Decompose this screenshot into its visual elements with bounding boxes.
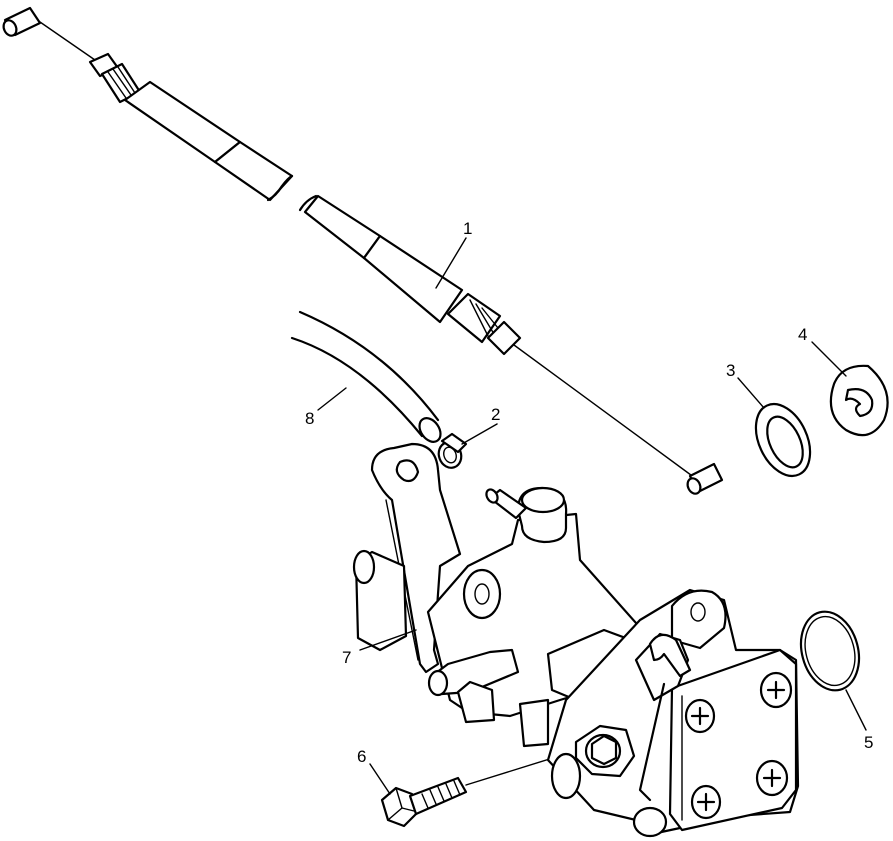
- retaining-clip: [829, 364, 889, 437]
- callout-7-label: 7: [342, 648, 351, 667]
- callout-5-label: 5: [864, 733, 873, 752]
- callout-4-label: 4: [798, 325, 807, 344]
- cable-fitting-upper: [88, 52, 142, 104]
- screw-bottom-left-icon: [690, 784, 722, 820]
- leader-lines: [317, 237, 867, 795]
- o-ring: [799, 610, 861, 692]
- bracket: [370, 442, 462, 674]
- callout-1-label: 1: [463, 219, 472, 238]
- bolt: [380, 776, 468, 828]
- cable-fitting-lower: [446, 292, 522, 356]
- cable-end-bottom: [686, 462, 724, 495]
- callout-8-label: 8: [305, 409, 314, 428]
- screw-bottom-right-icon: [755, 759, 789, 797]
- cable-assembly: [2, 6, 724, 495]
- hose: [290, 310, 442, 443]
- callout-3-label: 3: [726, 361, 735, 380]
- callout-2-label: 2: [491, 405, 500, 424]
- screw-top-left-icon: [684, 698, 716, 734]
- screw-top-right-icon: [759, 671, 793, 709]
- cable-end-top: [2, 6, 42, 37]
- hose-clamp: [437, 432, 468, 469]
- callout-6-label: 6: [357, 747, 366, 766]
- washer: [754, 402, 812, 478]
